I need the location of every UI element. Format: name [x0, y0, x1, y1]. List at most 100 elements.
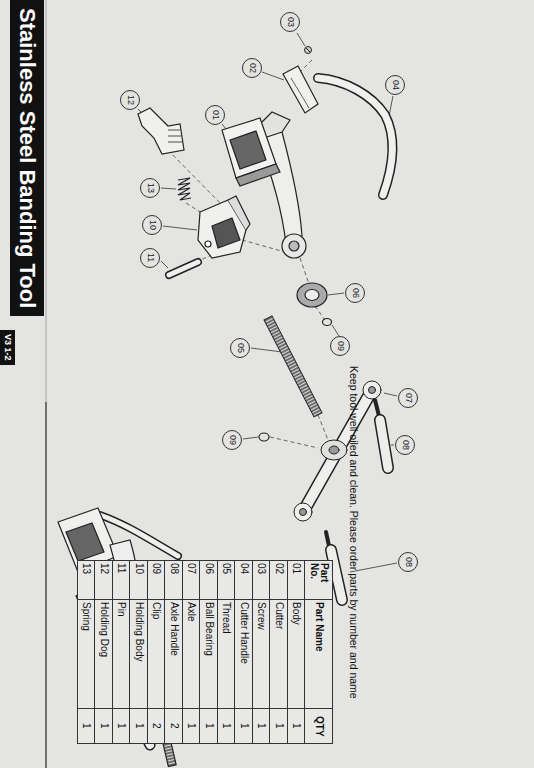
- cutter-handle: [318, 78, 393, 195]
- callout-number: 02: [248, 63, 257, 73]
- cutter-handle: [318, 78, 393, 195]
- table-cell: 03: [252, 561, 270, 600]
- cutter: [291, 78, 309, 108]
- thread: [264, 316, 322, 417]
- table-cell: 1: [200, 709, 218, 744]
- table-row: 04Cutter Handle1: [235, 561, 253, 744]
- table-row: 09Clip2: [147, 561, 165, 744]
- callout-number: 12: [126, 95, 135, 105]
- table-cell: QTY: [305, 709, 333, 744]
- leader-lines: [297, 33, 305, 46]
- callout-circle: 06: [345, 283, 365, 303]
- callout-circle: 10: [142, 215, 162, 235]
- callout-circle: 03: [280, 12, 300, 32]
- holding-dog: [168, 130, 180, 131]
- axle-handle: [326, 532, 329, 546]
- pin: [169, 262, 198, 275]
- holding-dog: [138, 108, 184, 154]
- callout-circle: 08: [395, 435, 415, 455]
- callout-circle: 13: [140, 178, 160, 198]
- callout-number: 09: [228, 435, 237, 445]
- table-row: 06Ball Bearing1: [200, 561, 218, 744]
- axle: [303, 390, 372, 512]
- table-cell: Clip: [147, 600, 165, 709]
- table-cell: 05: [217, 561, 235, 600]
- callout-number: 06: [351, 288, 360, 298]
- callout-circle: 11: [140, 248, 160, 268]
- spring: [178, 178, 191, 200]
- holding-body: [212, 218, 240, 248]
- table-row: 02Cutter1: [270, 561, 288, 744]
- pin: [169, 262, 198, 275]
- table-cell: 1: [77, 709, 95, 744]
- callout-number: 04: [391, 80, 400, 90]
- leader-lines: [389, 96, 393, 116]
- leader-lines: [391, 445, 394, 446]
- body: [262, 112, 290, 132]
- axle: [303, 390, 372, 512]
- table-cell: 1: [217, 709, 235, 744]
- table-cell: 1: [235, 709, 253, 744]
- table-row: 05Thread1: [217, 561, 235, 744]
- page-edge: [46, 0, 47, 402]
- screw: [306, 48, 310, 52]
- cutter-handle: [318, 78, 393, 195]
- callout-number: 13: [146, 183, 155, 193]
- table-cell: 1: [287, 709, 305, 744]
- callout-number: 03: [286, 17, 295, 27]
- table-row: 01Body1: [287, 561, 305, 744]
- table-row: 07Axle1: [182, 561, 200, 744]
- page-edge: [45, 402, 46, 768]
- page-edge: [46, 0, 47, 768]
- axle: [294, 503, 312, 521]
- clip: [259, 433, 269, 441]
- callout-circle: 05: [230, 338, 250, 358]
- table-cell: Axle Handle: [165, 600, 183, 709]
- body: [282, 234, 306, 258]
- table-row: 12Holding Dog1: [95, 561, 113, 744]
- table-cell: Part No.: [305, 561, 333, 600]
- holding-dog: [168, 136, 181, 137]
- table-row: 11Pin1: [112, 561, 130, 744]
- table-row: 10Holding Body1: [130, 561, 148, 744]
- axle-handle: [380, 420, 388, 468]
- table-cell: Cutter Handle: [235, 600, 253, 709]
- axle: [363, 381, 381, 399]
- callout-circle: 12: [120, 90, 140, 110]
- screw: [305, 47, 312, 54]
- leader-lines: [332, 325, 339, 336]
- table-cell: Part Name: [305, 600, 333, 709]
- leader-lines: [262, 72, 284, 80]
- leader-lines: [161, 188, 176, 189]
- assembly-dashes: [315, 306, 325, 320]
- spring: [178, 178, 191, 200]
- body: [289, 241, 299, 251]
- cutter: [283, 66, 318, 113]
- thread: [264, 316, 322, 417]
- leader-lines: [163, 226, 197, 230]
- holding-dog: [138, 108, 184, 154]
- holding-body: [228, 196, 250, 230]
- table-cell: 09: [147, 561, 165, 600]
- ball-bearing: [297, 283, 327, 307]
- table-cell: 11: [112, 561, 130, 600]
- holding-body: [198, 196, 250, 258]
- callout-circle: 09: [222, 430, 242, 450]
- callout-number: 08: [401, 440, 410, 450]
- callout-circle: 01: [205, 105, 225, 125]
- version-code: V3 1-2: [3, 334, 13, 361]
- callout-number: 09: [336, 341, 345, 351]
- table-cell: 2: [147, 709, 165, 744]
- table-cell: Screw: [252, 600, 270, 709]
- table-cell: 12: [95, 561, 113, 600]
- ball-bearing: [305, 290, 319, 301]
- leader-lines: [243, 437, 258, 439]
- table-cell: 1: [182, 709, 200, 744]
- footer-note: Keep tool well oiled and clean. Please o…: [348, 366, 360, 699]
- axle: [329, 446, 339, 454]
- assembly-dashes: [158, 60, 328, 448]
- ball-bearing: [297, 283, 327, 307]
- callout-number: 10: [148, 220, 157, 230]
- screw: [305, 47, 312, 54]
- callout-circle: 04: [385, 75, 405, 95]
